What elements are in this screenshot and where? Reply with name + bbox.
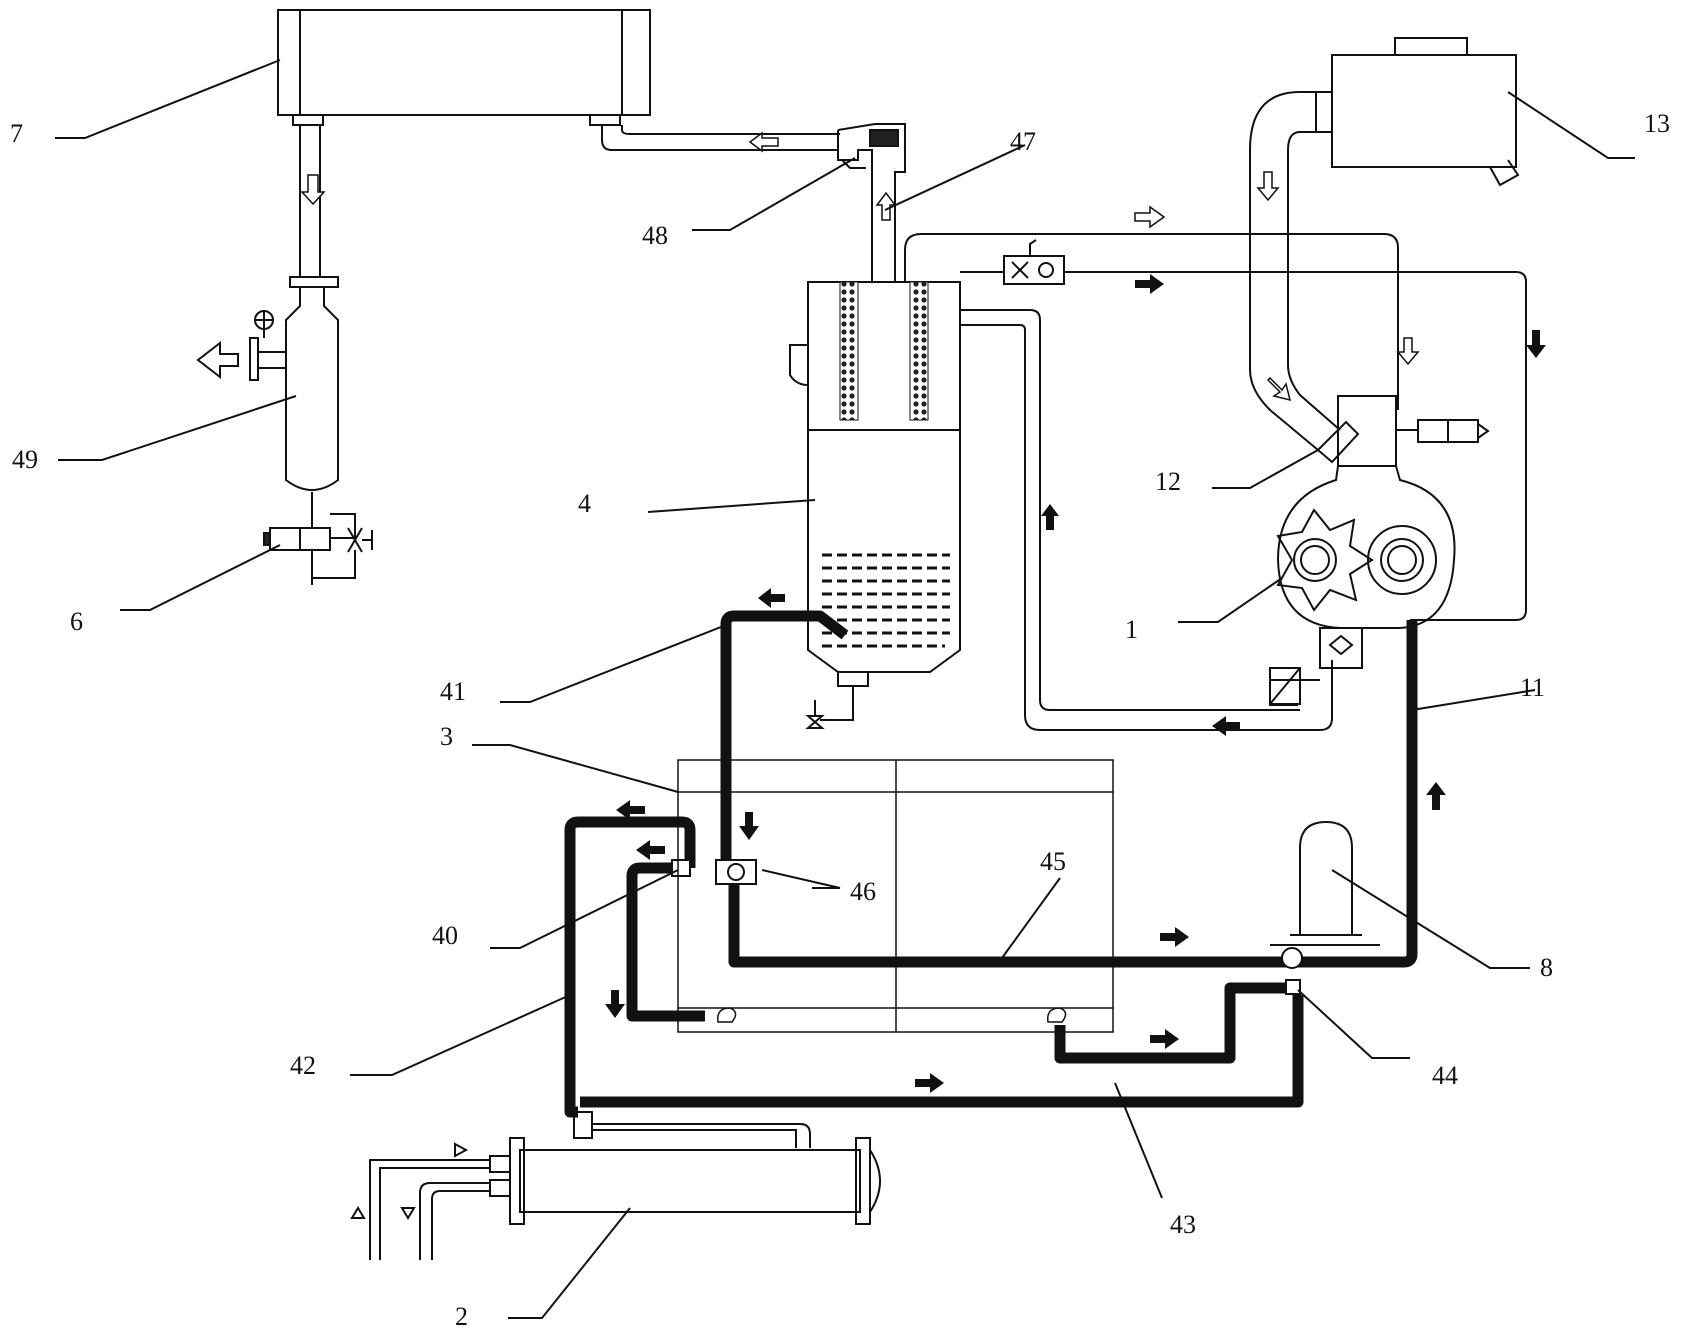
cooler-3 — [677, 759, 1114, 1033]
valve-46-ball — [727, 863, 745, 881]
separator-element-left — [839, 281, 859, 421]
valve-44-base — [1285, 979, 1301, 995]
label-49: 49 — [12, 445, 38, 474]
separator-49 — [249, 287, 339, 505]
label-45: 45 — [1040, 847, 1066, 876]
label-40: 40 — [432, 921, 458, 950]
label-43: 43 — [1170, 1210, 1196, 1239]
label-11: 11 — [1520, 673, 1545, 702]
flow-arrow-right-icon — [1134, 205, 1166, 229]
label-12: 12 — [1155, 467, 1181, 496]
label-4: 4 — [578, 489, 591, 518]
oil-level — [822, 553, 950, 648]
air-filter-13 — [1249, 37, 1520, 451]
valve-48 — [837, 123, 906, 282]
label-46: 46 — [850, 877, 876, 906]
drain-valve-6 — [263, 505, 373, 585]
oil-pipes — [564, 610, 1418, 1118]
label-1: 1 — [1125, 615, 1138, 644]
valve-44 — [1281, 947, 1303, 969]
label-41: 41 — [440, 677, 466, 706]
flow-arrow-left-icon — [636, 840, 665, 860]
valve-40 — [671, 859, 691, 877]
flow-arrow-down-icon — [605, 990, 625, 1018]
label-7: 7 — [10, 119, 23, 148]
flow-arrow-left-large-icon — [196, 340, 239, 380]
label-42: 42 — [290, 1051, 316, 1080]
label-47: 47 — [1010, 127, 1036, 156]
label-6: 6 — [70, 607, 83, 636]
flow-arrow-left-icon — [758, 588, 785, 608]
flow-arrow-up-icon — [1426, 782, 1446, 810]
oil-separator-4 — [789, 281, 1333, 731]
oil-filter-8 — [1270, 820, 1380, 946]
label-44: 44 — [1432, 1061, 1458, 1090]
flow-arrow-down-icon — [1526, 330, 1546, 358]
flow-arrow-right-icon — [1160, 927, 1189, 947]
flow-arrow-right-icon — [1135, 274, 1164, 294]
intake-valve-12 — [1316, 395, 1490, 467]
flow-arrow-up-icon — [875, 191, 897, 221]
flow-arrow-right-icon — [915, 1073, 944, 1093]
label-8: 8 — [1540, 953, 1553, 982]
oil-return-line — [904, 233, 1527, 621]
flow-arrow-down-icon — [300, 174, 326, 206]
flow-arrow-down-icon — [739, 812, 759, 840]
flow-arrow-up-icon — [1041, 504, 1059, 530]
leader-lines — [55, 59, 1635, 1319]
label-13: 13 — [1644, 109, 1670, 138]
flow-arrow-left-icon — [748, 131, 779, 153]
label-48: 48 — [642, 221, 668, 250]
flow-arrow-left-icon — [1212, 716, 1240, 736]
heat-exchanger-2 — [350, 1111, 881, 1260]
label-3: 3 — [440, 722, 453, 751]
flow-arrow-left-icon — [616, 800, 645, 820]
flow-arrow-down-icon — [1256, 171, 1280, 202]
label-2: 2 — [455, 1302, 468, 1331]
aftercooler-7 — [277, 9, 840, 288]
flow-arrow-right-icon — [1150, 1029, 1179, 1049]
compressor-1 — [1269, 465, 1456, 706]
separator-element-right — [909, 281, 929, 421]
flow-arrow-down-icon — [1396, 337, 1420, 366]
flow-arrow-diag-icon — [1266, 376, 1292, 402]
